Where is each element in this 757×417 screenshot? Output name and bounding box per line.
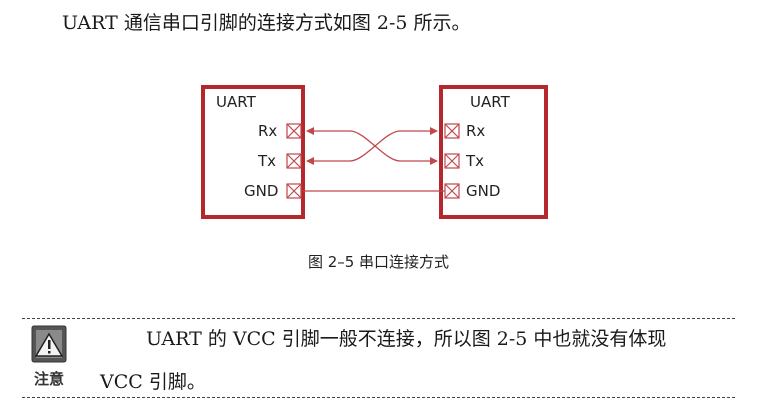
left-pin-tx-label: Tx	[257, 152, 276, 170]
right-box-title: UART	[470, 93, 511, 111]
note-text-line-2: VCC 引脚。	[100, 371, 206, 393]
note-top-divider	[22, 318, 735, 319]
note-bottom-divider	[22, 397, 735, 398]
right-pin-rx-icon	[444, 123, 460, 139]
right-pin-gnd-icon	[444, 183, 460, 199]
left-uart-box	[201, 85, 305, 219]
note-icon-label: 注意	[34, 370, 64, 388]
intro-paragraph: UART 通信串口引脚的连接方式如图 2-5 所示。	[62, 12, 471, 34]
figure-caption: 图 2–5 串口连接方式	[307, 253, 450, 271]
right-tx-to-left-rx-wire	[306, 127, 438, 165]
right-pin-gnd-label: GND	[466, 182, 500, 200]
right-pin-tx-label: Tx	[465, 152, 484, 170]
left-pin-gnd-label: GND	[244, 182, 278, 200]
left-pin-rx-label: Rx	[258, 122, 277, 140]
right-uart-box	[439, 85, 548, 219]
note-text-line-1: UART 的 VCC 引脚一般不连接，所以图 2-5 中也就没有体现	[146, 328, 667, 350]
left-pin-tx-icon	[286, 153, 302, 169]
left-tx-to-right-rx-wire	[306, 127, 438, 165]
warning-note-icon: 注意	[26, 322, 76, 392]
right-pin-tx-icon	[444, 153, 460, 169]
left-box-title: UART	[216, 93, 257, 111]
right-pin-rx-label: Rx	[466, 122, 485, 140]
left-pin-gnd-icon	[286, 183, 302, 199]
left-pin-rx-icon	[286, 123, 302, 139]
